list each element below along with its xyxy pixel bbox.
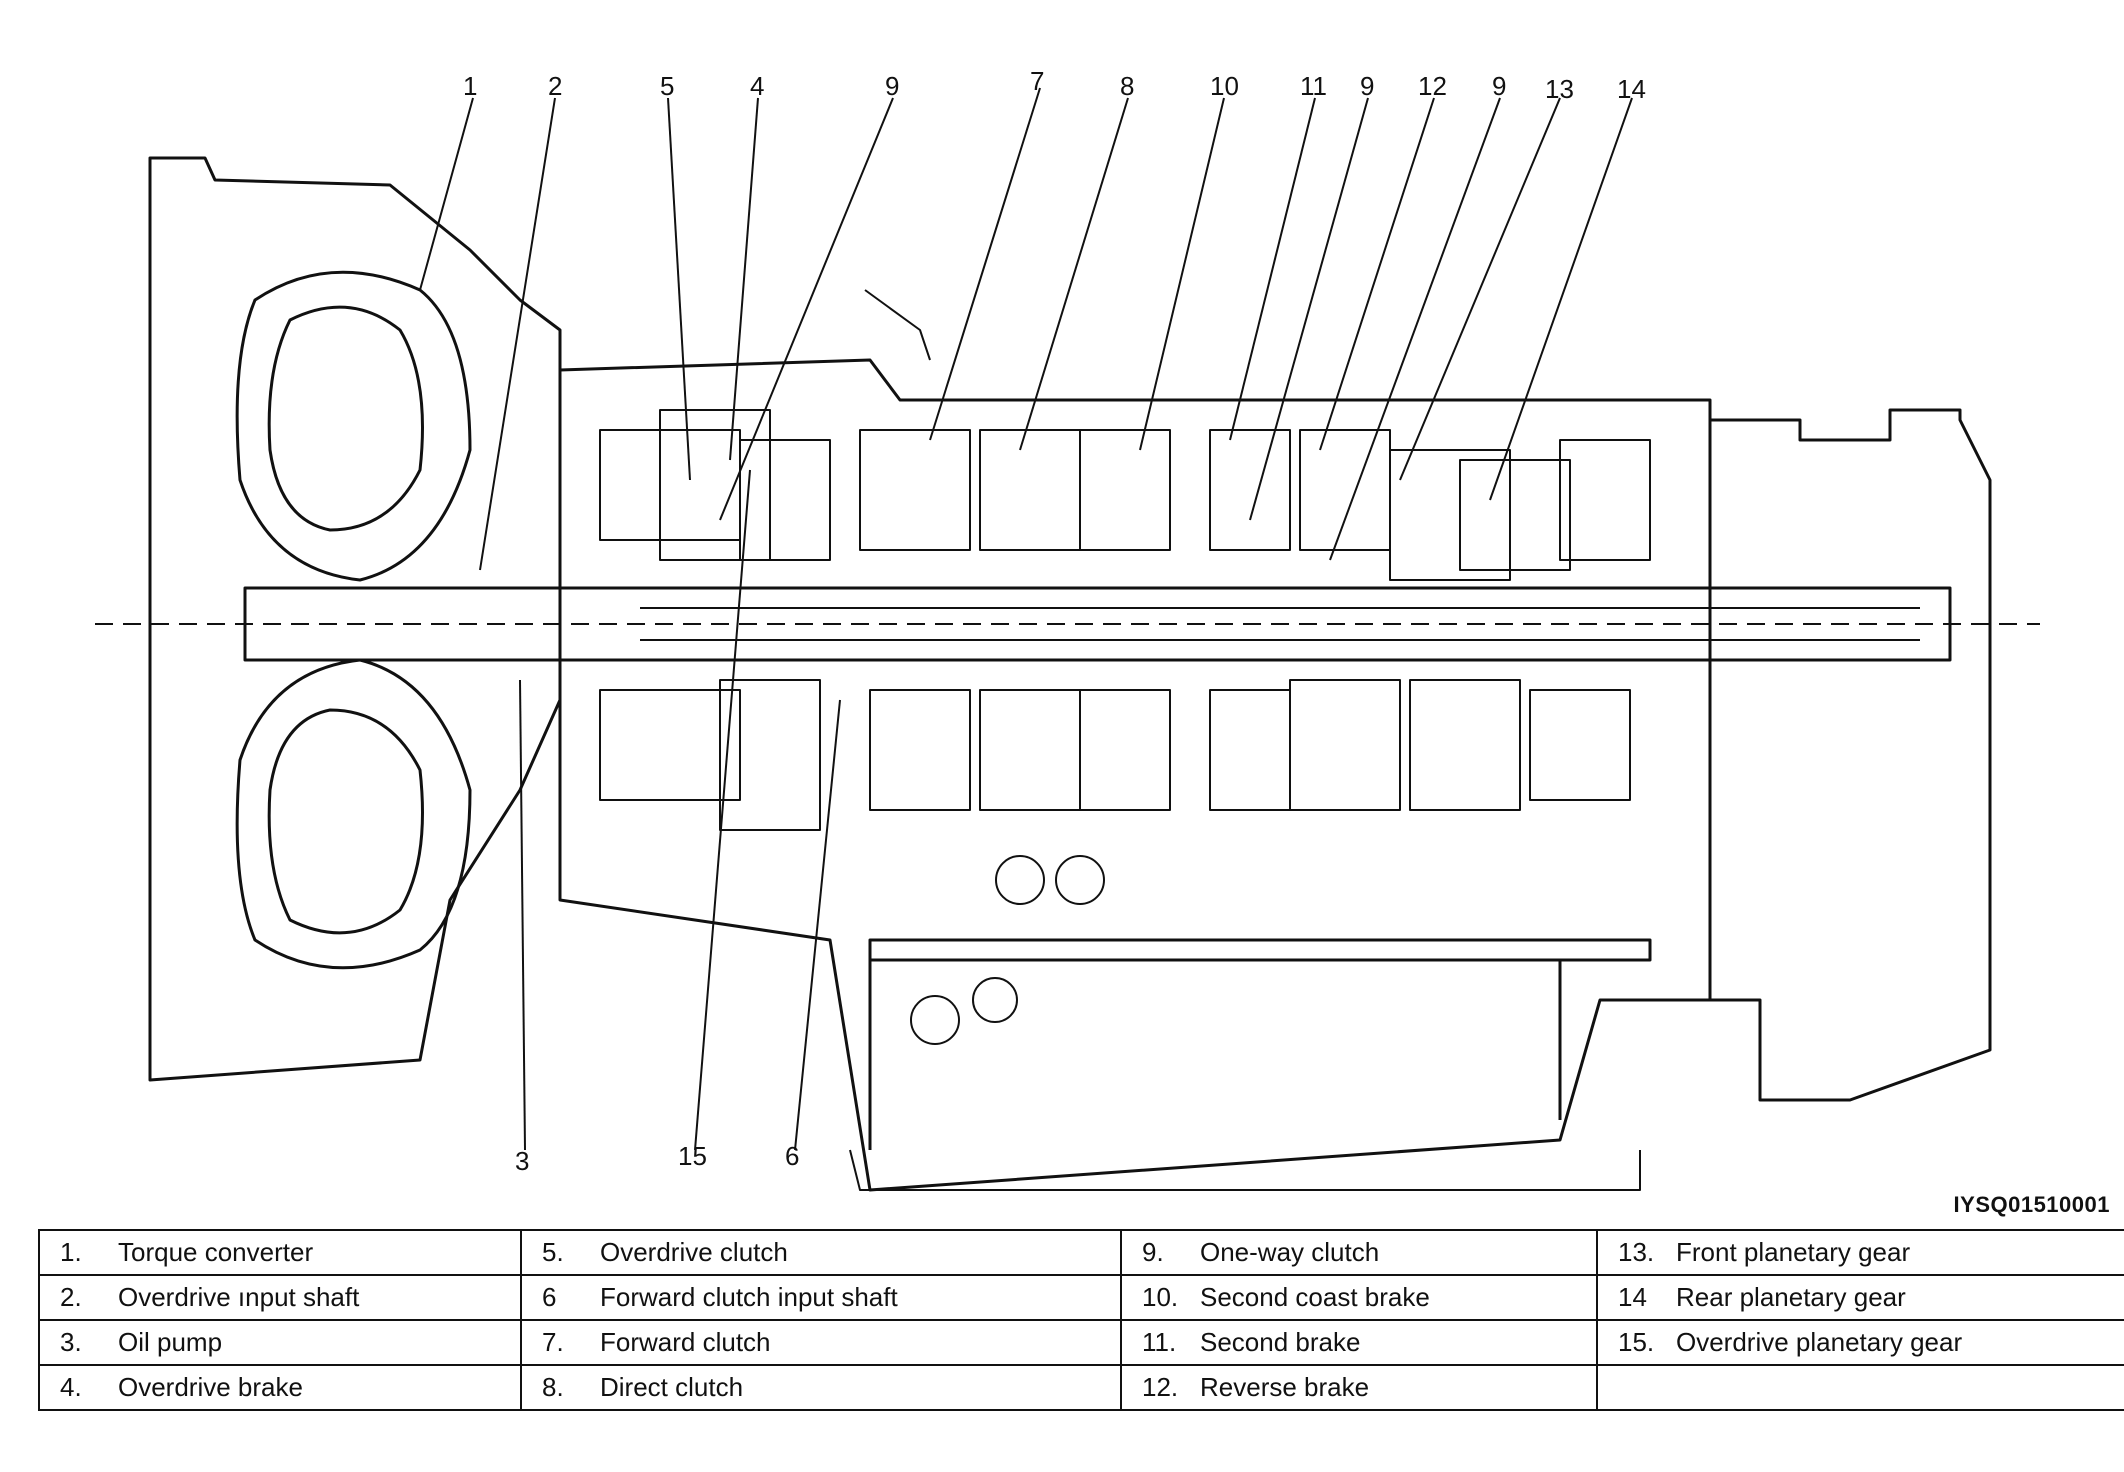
legend-label: Oil pump (118, 1327, 223, 1357)
legend-number: 1. (60, 1237, 82, 1267)
callout-6: 6 (785, 1141, 799, 1171)
legend-number: 2. (60, 1282, 82, 1312)
legend-number: 14 (1618, 1282, 1647, 1312)
legend-row: 4. Overdrive brake 8. Direct clutch 12. Rever… (38, 1364, 2124, 1411)
main-shaft (243, 586, 1952, 662)
legend-cell: 11. Second brake (1120, 1319, 1598, 1366)
callout-15: 15 (678, 1141, 707, 1171)
legend-label: Second brake (1200, 1327, 1361, 1357)
legend-number: 3. (60, 1327, 82, 1357)
legend-cell: 6 Forward clutch input shaft (520, 1274, 1122, 1321)
oil-pan (849, 1149, 1641, 1191)
clutch-packs-upper (599, 409, 1651, 581)
legend-row: 2. Overdrive ınput shaft 6 Forward clutch i… (38, 1274, 2124, 1321)
legend-label: Reverse brake (1200, 1372, 1370, 1402)
torque-converter-upper (235, 270, 472, 582)
callout-1: 1 (463, 71, 477, 101)
legend-number: 12. (1142, 1372, 1179, 1402)
legend-cell: 5. Overdrive clutch (520, 1229, 1122, 1276)
callout-9b: 9 (1360, 71, 1374, 101)
legend-label: Rear planetary gear (1676, 1282, 1906, 1312)
bell-housing (148, 156, 562, 1082)
legend-label: One-way clutch (1200, 1237, 1380, 1267)
callout-7: 7 (1030, 66, 1044, 96)
legend-table: 1. Torque converter 5. Overdrive clutch 9. On… (38, 1229, 2124, 1411)
main-case (558, 358, 1712, 1192)
callout-labels: 1 2 5 4 9 7 8 10 11 9 12 9 13 14 3 15 6 (463, 66, 1646, 1176)
legend-label: Overdrive planetary gear (1676, 1327, 1963, 1357)
callout-4: 4 (750, 71, 764, 101)
callout-13: 13 (1545, 74, 1574, 104)
valve-bore (995, 855, 1045, 905)
callout-11: 11 (1300, 71, 1327, 101)
callout-10: 10 (1210, 71, 1239, 101)
legend-number: 9. (1142, 1237, 1164, 1267)
clutch-packs-lower (599, 679, 1631, 831)
legend-cell: 3. Oil pump (38, 1319, 522, 1366)
callout-9a: 9 (885, 71, 899, 101)
legend-label: Torque converter (118, 1237, 314, 1267)
legend-number: 7. (542, 1327, 564, 1357)
legend-number: 13. (1618, 1237, 1655, 1267)
legend-cell: 14 Rear planetary gear (1596, 1274, 2124, 1321)
legend-number: 11. (1142, 1327, 1177, 1357)
legend-row: 1. Torque converter 5. Overdrive clutch 9. On… (38, 1229, 2124, 1276)
legend-label: Second coast brake (1200, 1282, 1430, 1312)
callout-9c: 9 (1492, 71, 1506, 101)
legend-cell: 2. Overdrive ınput shaft (38, 1274, 522, 1321)
legend-label: Direct clutch (600, 1372, 744, 1402)
document-id: IYSQ01510001 (1953, 1192, 2110, 1217)
legend-label: Front planetary gear (1676, 1237, 1911, 1267)
legend-cell: 1. Torque converter (38, 1229, 522, 1276)
legend-cell: 10. Second coast brake (1120, 1274, 1598, 1321)
legend-cell: 13. Front planetary gear (1596, 1229, 2124, 1276)
legend-cell: 12. Reverse brake (1120, 1364, 1598, 1411)
callout-14: 14 (1617, 74, 1646, 104)
legend-number: 4. (60, 1372, 82, 1402)
legend-number: 15. (1618, 1327, 1655, 1357)
callout-8: 8 (1120, 71, 1134, 101)
legend-cell: 15. Overdrive planetary gear (1596, 1319, 2124, 1366)
legend-cell: 9. One-way clutch (1120, 1229, 1598, 1276)
callout-2: 2 (548, 71, 562, 101)
legend-label: Overdrive clutch (600, 1237, 788, 1267)
extension-housing (1710, 408, 1992, 1102)
legend-cell: 4. Overdrive brake (38, 1364, 522, 1411)
legend-label: Overdrive brake (118, 1372, 303, 1402)
legend-number: 10. (1142, 1282, 1179, 1312)
legend-label: Overdrive ınput shaft (118, 1282, 360, 1312)
legend-row: 3. Oil pump 7. Forward clutch 11. Second brak… (38, 1319, 2124, 1366)
legend-number: 6 (542, 1282, 557, 1312)
legend-label: Forward clutch (600, 1327, 771, 1357)
leader-lines (419, 87, 1633, 1151)
torque-converter-lower (235, 658, 472, 970)
callout-3: 3 (515, 1146, 529, 1176)
callout-5: 5 (660, 71, 674, 101)
legend-cell: 8. Direct clutch (520, 1364, 1122, 1411)
callout-12: 12 (1418, 71, 1447, 101)
legend-cell (1596, 1364, 2124, 1411)
legend-label: Forward clutch input shaft (600, 1282, 898, 1312)
legend-number: 5. (542, 1237, 564, 1267)
legend-number: 8. (542, 1372, 564, 1402)
legend-cell: 7. Forward clutch (520, 1319, 1122, 1366)
